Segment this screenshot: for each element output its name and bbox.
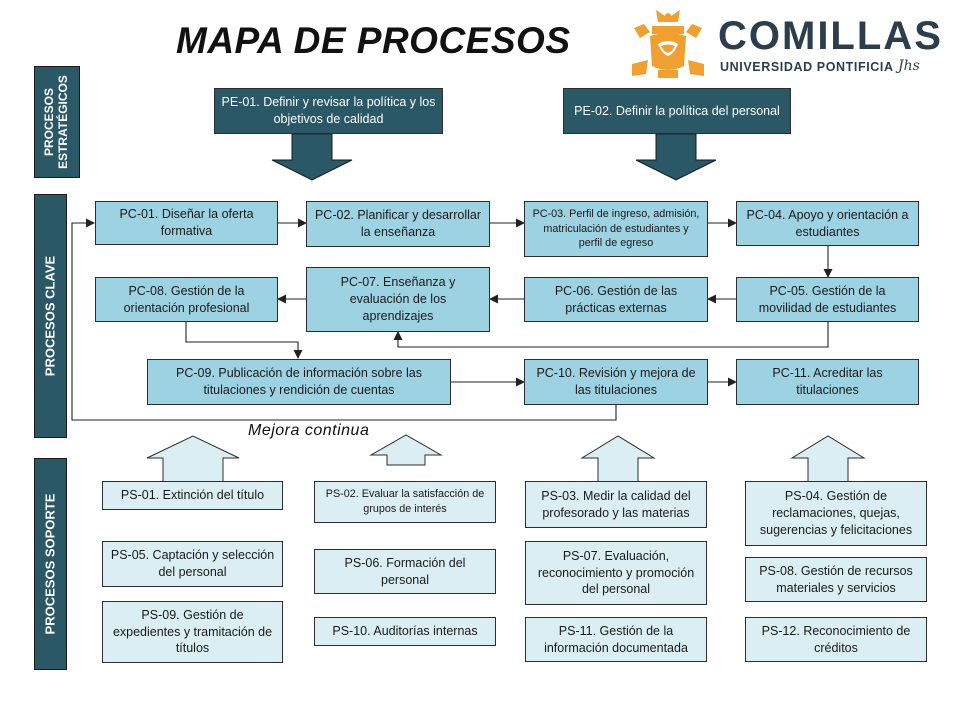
process-ps03[interactable]: PS-03. Medir la calidad del profesorado … — [525, 481, 707, 528]
loop-label: Mejora continua — [248, 422, 370, 439]
logo-wordmark: COMILLAS — [718, 14, 943, 58]
process-ps01[interactable]: PS-01. Extinción del título — [102, 481, 283, 510]
support-arrow-2 — [369, 434, 443, 466]
flow-pc08-pc09 — [185, 322, 303, 359]
process-ps06[interactable]: PS-06. Formación del personal — [314, 549, 496, 594]
process-pc01[interactable]: PC-01. Diseñar la oferta formativa — [95, 201, 278, 245]
process-pc05[interactable]: PC-05. Gestión de la movilidad de estudi… — [736, 277, 919, 322]
process-pc03[interactable]: PC-03. Perfil de ingreso, admisión, matr… — [524, 201, 708, 257]
page-title: MAPA DE PROCESOS — [176, 20, 571, 61]
process-ps12[interactable]: PS-12. Reconocimiento de créditos — [745, 617, 927, 662]
process-pc11[interactable]: PC-11. Acreditar las titulaciones — [736, 359, 919, 405]
process-pe01[interactable]: PE-01. Definir y revisar la política y l… — [214, 88, 443, 134]
process-pc10[interactable]: PC-10. Revisión y mejora de las titulaci… — [524, 359, 708, 405]
process-ps04[interactable]: PS-04. Gestión de reclamaciones, quejas,… — [745, 481, 927, 546]
process-ps09[interactable]: PS-09. Gestión de expedientes y tramitac… — [102, 601, 283, 663]
section-label-support: PROCESOS SOPORTE — [34, 458, 67, 670]
process-ps08[interactable]: PS-08. Gestión de recursos materiales y … — [745, 557, 927, 602]
process-pc02[interactable]: PC-02. Planificar y desarrollar la enseñ… — [306, 201, 490, 247]
section-label-key: PROCESOS CLAVE — [34, 194, 67, 438]
process-pc08[interactable]: PC-08. Gestión de la orientación profesi… — [95, 277, 278, 322]
strategic-arrow-2 — [635, 133, 717, 181]
process-ps11[interactable]: PS-11. Gestión de la información documen… — [525, 617, 707, 662]
process-ps07[interactable]: PS-07. Evaluación, reconocimiento y prom… — [525, 541, 707, 605]
strategic-arrow-1 — [271, 133, 353, 181]
process-ps10[interactable]: PS-10. Auditorías internas — [314, 617, 496, 646]
flow-pc05-pc07 — [393, 322, 829, 348]
process-pc06[interactable]: PC-06. Gestión de las prácticas externas — [524, 277, 708, 322]
university-logo: COMILLAS UNIVERSIDAD PONTIFICIA Jhs — [628, 8, 941, 84]
process-pe02[interactable]: PE-02. Definir la política del personal — [563, 88, 791, 134]
logo-signature: Jhs — [898, 58, 920, 74]
improvement-loop — [71, 218, 617, 421]
support-arrow-1 — [146, 435, 240, 484]
logo-subtitle: UNIVERSIDAD PONTIFICIA — [720, 60, 894, 74]
process-ps02[interactable]: PS-02. Evaluar la satisfacción de grupos… — [314, 481, 496, 523]
process-pc04[interactable]: PC-04. Apoyo y orientación a estudiantes — [736, 201, 919, 246]
section-label-strategic: PROCESOS ESTRATÉGICOS — [34, 66, 80, 178]
process-pc07[interactable]: PC-07. Enseñanza y evaluación de los apr… — [306, 267, 490, 332]
support-arrow-3 — [580, 435, 656, 484]
support-arrow-4 — [790, 435, 866, 484]
process-pc09[interactable]: PC-09. Publicación de información sobre … — [147, 359, 451, 405]
process-ps05[interactable]: PS-05. Captación y selección del persona… — [102, 541, 283, 587]
coat-of-arms-icon — [632, 10, 704, 78]
